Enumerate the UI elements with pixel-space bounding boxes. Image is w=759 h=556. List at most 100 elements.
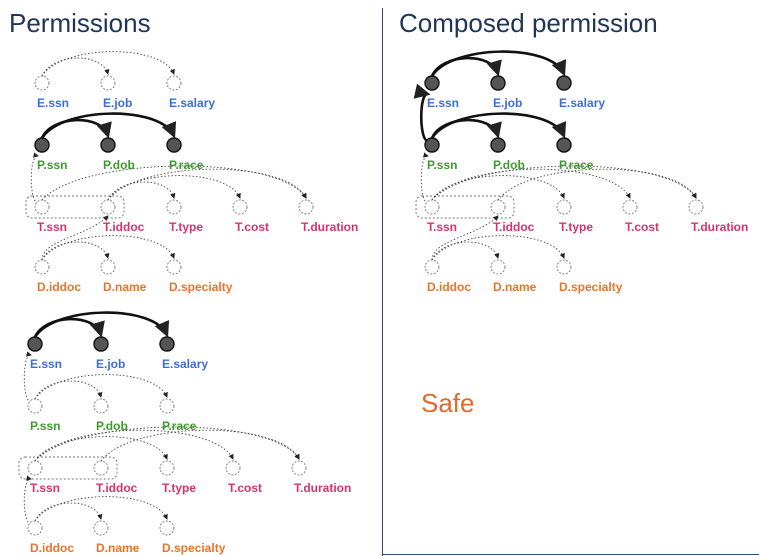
label-e-salary: E.salary	[559, 96, 605, 110]
node-d-specialty	[159, 520, 175, 536]
node-d-specialty	[556, 259, 572, 275]
label-t-duration: T.duration	[294, 481, 351, 495]
node-t-iddoc	[100, 199, 116, 215]
label-d-specialty: D.specialty	[559, 280, 623, 294]
label-e-job: E.job	[103, 96, 132, 110]
label-p-ssn: P.ssn	[427, 158, 457, 172]
label-p-ssn: P.ssn	[30, 419, 60, 433]
node-t-ssn	[34, 199, 50, 215]
edge-d-iddoc-to-t-ssn	[23, 475, 32, 525]
edge-t-ssn-to-p-ssn	[420, 152, 429, 204]
edge-t-ssn-to-t-duration	[41, 165, 307, 201]
label-d-iddoc: D.iddoc	[37, 280, 81, 294]
edge-e-ssn-to-e-job	[41, 57, 110, 77]
node-d-name	[490, 259, 506, 275]
label-t-type: T.type	[162, 481, 196, 495]
label-t-cost: T.cost	[625, 220, 659, 234]
node-t-type	[166, 199, 182, 215]
edge-d-iddoc-to-d-name	[431, 241, 500, 261]
edge-d-iddoc-to-d-name	[41, 241, 110, 261]
label-t-duration: T.duration	[691, 220, 748, 234]
edge-t-iddoc-to-t-cost	[107, 175, 241, 201]
safe-status: Safe	[421, 388, 475, 418]
node-p-ssn	[34, 137, 50, 153]
edge-t-iddoc-to-t-duration	[497, 168, 697, 201]
node-d-iddoc	[34, 259, 50, 275]
node-e-ssn	[34, 75, 50, 91]
label-e-salary: E.salary	[162, 357, 208, 371]
node-e-salary	[556, 75, 572, 91]
node-p-dob	[490, 137, 506, 153]
label-d-name: D.name	[96, 541, 140, 555]
label-t-iddoc: T.iddoc	[103, 220, 145, 234]
label-p-ssn: P.ssn	[37, 158, 67, 172]
label-t-cost: T.cost	[228, 481, 262, 495]
label-e-ssn: E.ssn	[37, 96, 69, 110]
edge-p-ssn-to-e-ssn	[23, 351, 32, 403]
edge-t-iddoc-to-t-duration	[100, 429, 300, 462]
node-d-name	[100, 259, 116, 275]
node-t-type	[159, 460, 175, 476]
edge-d-iddoc-to-t-iddoc	[431, 215, 499, 261]
bottom-rule	[382, 554, 759, 555]
label-e-ssn: E.ssn	[30, 357, 62, 371]
label-e-job: E.job	[493, 96, 522, 110]
edge-t-ssn-to-t-duration	[34, 426, 300, 462]
label-p-race: P.race	[162, 419, 197, 433]
edge-t-ssn-to-p-ssn	[30, 152, 39, 204]
label-d-specialty: D.specialty	[162, 541, 226, 555]
label-d-iddoc: D.iddoc	[427, 280, 471, 294]
edge-e-ssn-to-e-salary	[430, 50, 567, 77]
label-p-race: P.race	[169, 158, 204, 172]
label-t-ssn: T.ssn	[427, 220, 457, 234]
edge-p-ssn-to-e-ssn	[413, 83, 431, 143]
edge-t-iddoc-to-t-type	[107, 181, 176, 201]
edge-p-ssn-to-p-dob	[34, 380, 103, 400]
edge-e-ssn-to-e-salary	[33, 311, 170, 338]
label-t-duration: T.duration	[301, 220, 358, 234]
node-e-job	[93, 336, 109, 352]
node-e-salary	[166, 75, 182, 91]
node-p-race	[556, 137, 572, 153]
node-t-ssn	[424, 199, 440, 215]
edge-t-ssn-to-t-cost	[431, 168, 631, 201]
edge-t-ssn-to-t-duration	[431, 165, 697, 201]
node-e-salary	[159, 336, 175, 352]
node-d-name	[93, 520, 109, 536]
node-t-cost	[232, 199, 248, 215]
edge-e-ssn-to-e-salary	[41, 51, 175, 77]
label-t-ssn: T.ssn	[37, 220, 67, 234]
label-e-salary: E.salary	[169, 96, 215, 110]
node-t-duration	[291, 460, 307, 476]
label-p-race: P.race	[559, 158, 594, 172]
label-d-name: D.name	[103, 280, 147, 294]
node-t-duration	[298, 199, 314, 215]
key-group-box	[18, 456, 118, 480]
node-e-ssn	[424, 75, 440, 91]
permissions-title: Permissions	[9, 8, 151, 38]
edge-d-iddoc-to-d-specialty	[431, 235, 565, 261]
node-p-ssn	[27, 398, 43, 414]
label-t-type: T.type	[169, 220, 203, 234]
node-t-duration	[688, 199, 704, 215]
node-e-job	[490, 75, 506, 91]
node-d-iddoc	[27, 520, 43, 536]
panel-divider	[382, 8, 383, 556]
node-t-iddoc	[490, 199, 506, 215]
label-d-name: D.name	[493, 280, 537, 294]
node-d-iddoc	[424, 259, 440, 275]
label-d-iddoc: D.iddoc	[30, 541, 74, 555]
key-group-box	[25, 195, 125, 219]
edge-d-iddoc-to-d-specialty	[34, 496, 168, 522]
label-e-job: E.job	[96, 357, 125, 371]
node-p-race	[159, 398, 175, 414]
edge-t-iddoc-to-t-duration	[107, 168, 307, 201]
label-t-ssn: T.ssn	[30, 481, 60, 495]
node-p-dob	[93, 398, 109, 414]
label-p-dob: P.dob	[493, 158, 525, 172]
label-t-cost: T.cost	[235, 220, 269, 234]
node-p-race	[166, 137, 182, 153]
